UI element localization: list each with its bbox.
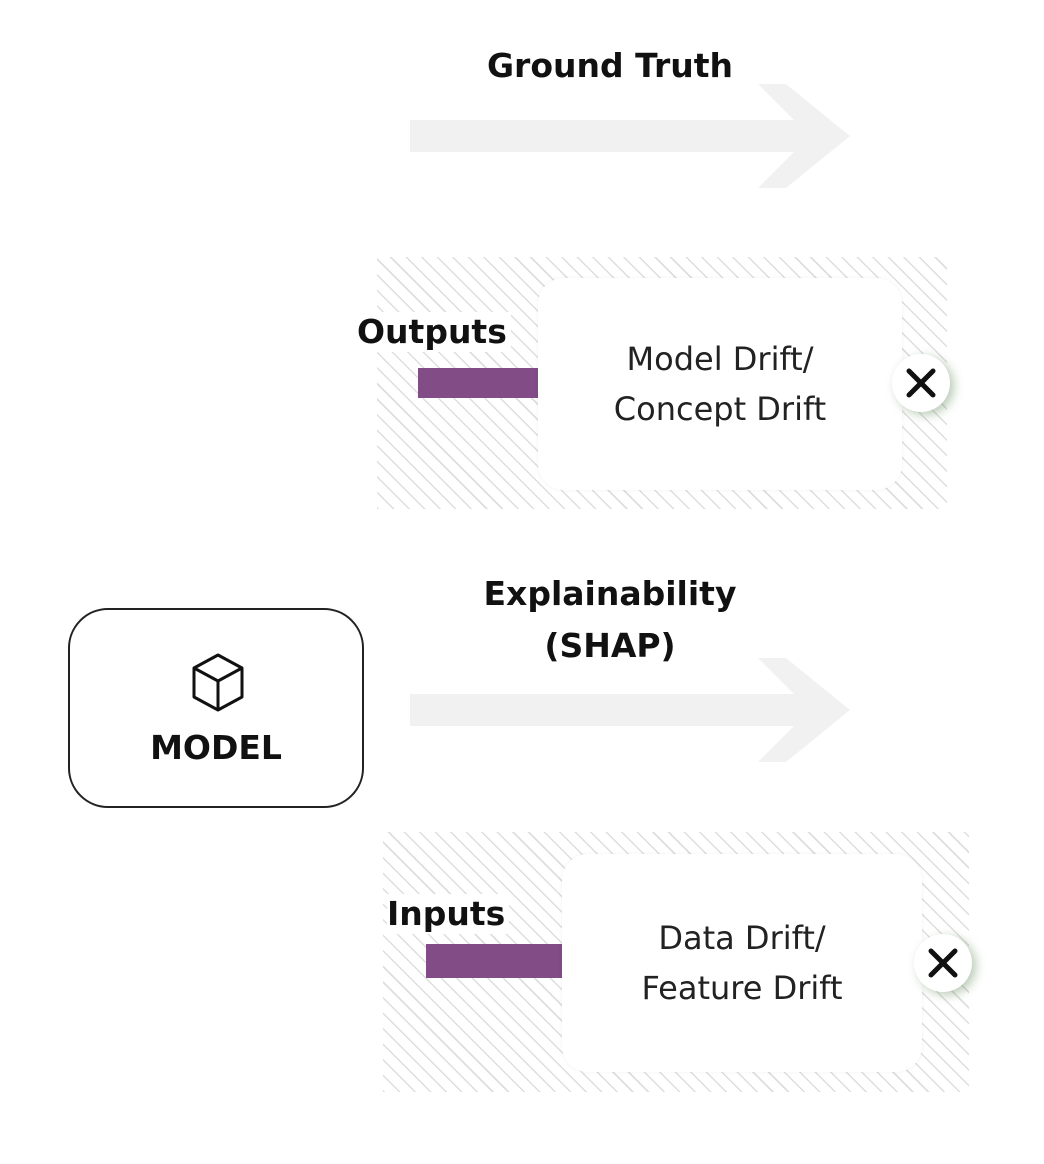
explainability-label-line-2: (SHAP) [544, 626, 676, 665]
inputs-connector-bar [426, 944, 566, 978]
model-drift-line-1: Model Drift/ [626, 340, 814, 378]
close-x-icon [928, 948, 958, 978]
outputs-connector-bar [418, 368, 542, 398]
explainability-label: Explainability (SHAP) [440, 568, 780, 672]
ground-truth-label: Ground Truth [486, 46, 734, 85]
model-drift-line-2: Concept Drift [613, 390, 827, 428]
data-drift-close-button[interactable] [914, 934, 972, 992]
data-drift-card: Data Drift/ Feature Drift [562, 854, 922, 1072]
outputs-label: Outputs [357, 312, 511, 352]
inputs-label: Inputs [387, 894, 510, 934]
data-drift-line-2: Feature Drift [641, 969, 843, 1007]
ground-truth-arrow [410, 84, 850, 188]
explainability-label-line-1: Explainability [483, 574, 737, 613]
model-label: MODEL [150, 728, 282, 767]
model-drift-close-button[interactable] [892, 354, 950, 412]
close-x-icon [906, 368, 936, 398]
explainability-arrow [410, 658, 850, 762]
cube-icon [192, 653, 244, 712]
model-drift-card: Model Drift/ Concept Drift [538, 278, 902, 490]
data-drift-line-1: Data Drift/ [658, 919, 826, 957]
model-box: MODEL [68, 608, 364, 808]
